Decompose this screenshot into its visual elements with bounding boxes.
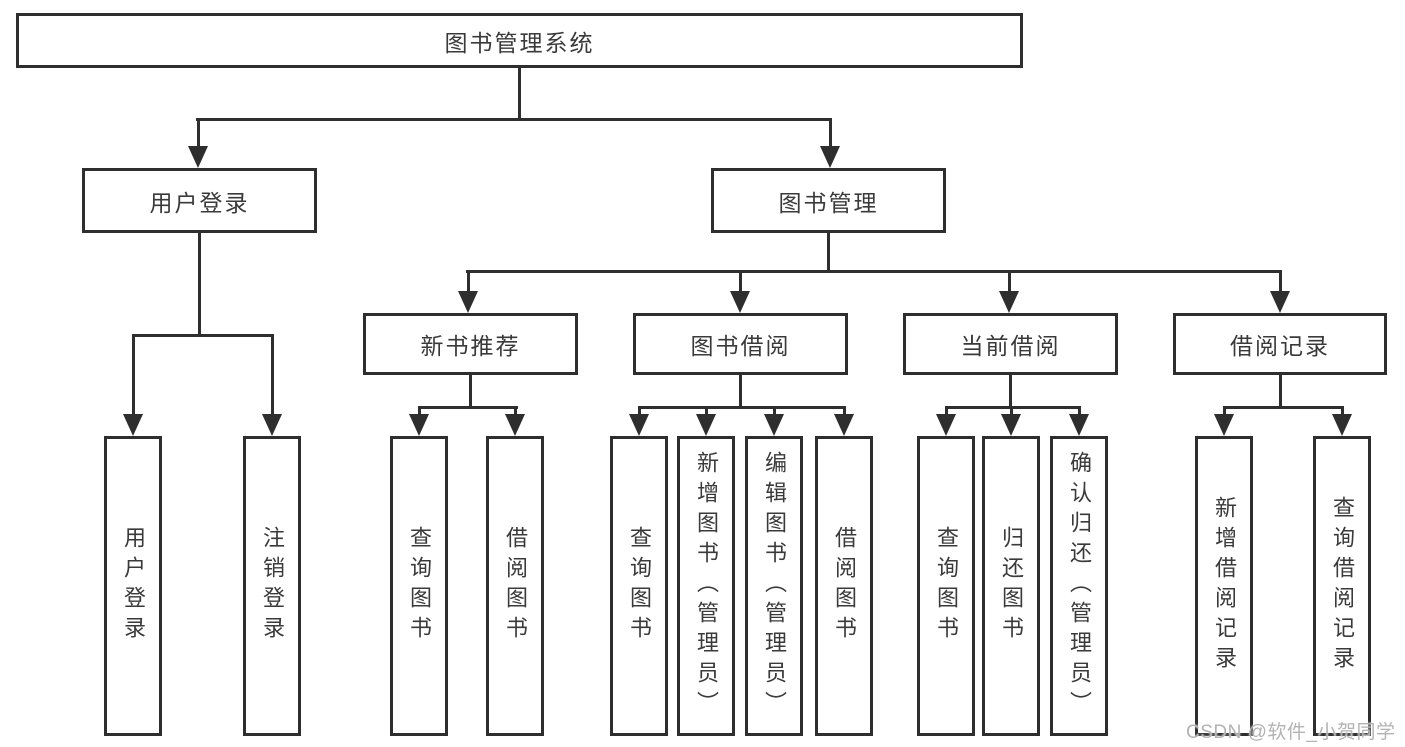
leaf-logout: 注销登录 (243, 436, 301, 736)
leaf-borrow-query-books: 查询图书 (610, 436, 668, 736)
leaf-newbook-borrow-books: 借阅图书 (486, 436, 544, 736)
connector-leaf-bb-query-stem (638, 408, 641, 416)
leaf-borrow-borrow-books: 借阅图书 (815, 436, 873, 736)
node-user-login: 用户登录 (82, 168, 317, 233)
node-current-borrow-label: 当前借阅 (960, 333, 1061, 359)
leaf-newbook-query-books: 查询图书 (390, 436, 448, 736)
connector-borrow-records-bar (1223, 406, 1344, 409)
connector-new-book-bar (418, 406, 518, 409)
leaf-newbook-borrow-books-label: 借阅图书 (503, 526, 528, 646)
arrowhead-borrow-records-icon (1270, 291, 1290, 313)
leaf-newbook-query-books-label: 查询图书 (407, 526, 432, 646)
connector-root-stem (518, 66, 521, 120)
leaf-current-return-books: 归还图书 (982, 436, 1040, 736)
leaf-user-login-label: 用户登录 (121, 526, 146, 646)
arrowhead-user-login-icon (188, 146, 208, 168)
connector-current-borrow-bar (945, 406, 1081, 409)
connector-book-management-stem (829, 120, 832, 148)
leaf-borrow-edit-books-admin-label: 编辑图书（管理员） (762, 451, 787, 721)
connector-level1-bar (196, 118, 832, 121)
node-root: 图书管理系统 (16, 13, 1023, 68)
node-new-book-recommend-label: 新书推荐 (420, 333, 521, 359)
connector-level3-bar (466, 270, 1282, 273)
connector-new-book-down (469, 373, 472, 409)
leaf-current-confirm-return-admin-label: 确认归还（管理员） (1067, 451, 1092, 721)
arrowhead-new-book-icon (458, 291, 478, 313)
node-new-book-recommend: 新书推荐 (363, 313, 578, 375)
connector-leaf-cb-query-stem (945, 408, 948, 416)
node-root-label: 图书管理系统 (444, 29, 595, 56)
arrowhead-book-borrow-icon (730, 291, 750, 313)
leaf-borrow-add-books-admin: 新增图书（管理员） (677, 436, 735, 736)
connector-leaf-nb-borrow-stem (514, 408, 517, 416)
arrowhead-leaf-logout-icon (262, 414, 282, 436)
leaf-borrow-edit-books-admin: 编辑图书（管理员） (745, 436, 803, 736)
arrowhead-book-management-icon (820, 146, 840, 168)
leaf-records-add-record-label: 新增借阅记录 (1212, 496, 1237, 676)
arrowhead-leaf-bb-add-icon (696, 414, 716, 436)
connector-leaf-cb-confirm-stem (1078, 408, 1081, 416)
csdn-watermark: CSDN @软件_小贺同学 (1186, 722, 1396, 743)
connector-leaf-bb-add-stem (705, 408, 708, 416)
node-user-login-label: 用户登录 (149, 189, 250, 216)
leaf-records-add-record: 新增借阅记录 (1195, 436, 1253, 736)
connector-current-borrow-down (1009, 373, 1012, 409)
connector-borrow-records-down (1279, 373, 1282, 409)
connector-leaf-br-add-stem (1223, 408, 1226, 416)
leaf-logout-label: 注销登录 (260, 526, 285, 646)
connector-leaf-user-login-stem (132, 336, 135, 414)
leaf-records-query-record-label: 查询借阅记录 (1330, 496, 1355, 676)
connector-new-book-stem (467, 272, 470, 292)
leaf-borrow-borrow-books-label: 借阅图书 (832, 526, 857, 646)
connector-user-login-stem (197, 120, 200, 148)
connector-leaf-br-query-stem (1341, 408, 1344, 416)
arrowhead-leaf-br-query-icon (1332, 414, 1352, 436)
connector-leaf-bb-edit-stem (773, 408, 776, 416)
connector-leaf-bb-borrow-stem (843, 408, 846, 416)
arrowhead-leaf-nb-borrow-icon (505, 414, 525, 436)
arrowhead-current-borrow-icon (999, 291, 1019, 313)
node-current-borrow: 当前借阅 (903, 313, 1118, 375)
leaf-current-return-books-label: 归还图书 (999, 526, 1024, 646)
arrowhead-leaf-bb-edit-icon (764, 414, 784, 436)
leaf-current-confirm-return-admin: 确认归还（管理员） (1050, 436, 1108, 736)
node-borrow-records: 借阅记录 (1173, 313, 1387, 375)
connector-leaf-logout-stem (271, 336, 274, 414)
connector-book-management-down (827, 231, 830, 273)
node-book-borrow-label: 图书借阅 (690, 333, 791, 359)
connector-borrow-records-stem (1279, 272, 1282, 292)
node-book-management: 图书管理 (711, 168, 946, 233)
arrowhead-leaf-br-add-icon (1214, 414, 1234, 436)
node-borrow-records-label: 借阅记录 (1230, 333, 1330, 359)
leaf-records-query-record: 查询借阅记录 (1313, 436, 1371, 736)
connector-current-borrow-stem (1008, 272, 1011, 292)
leaf-current-query-books-label: 查询图书 (934, 526, 959, 646)
arrowhead-leaf-bb-borrow-icon (834, 414, 854, 436)
connector-leaf-cb-return-stem (1010, 408, 1013, 416)
connector-leaf-nb-query-stem (418, 408, 421, 416)
connector-book-borrow-bar (638, 406, 846, 409)
arrowhead-leaf-cb-return-icon (1001, 414, 1021, 436)
leaf-borrow-add-books-admin-label: 新增图书（管理员） (694, 451, 719, 721)
connector-user-login-down (198, 231, 201, 336)
node-book-management-label: 图书管理 (778, 189, 879, 216)
leaf-current-query-books: 查询图书 (917, 436, 975, 736)
connector-book-borrow-down (739, 373, 742, 409)
arrowhead-leaf-cb-query-icon (936, 414, 956, 436)
arrowhead-leaf-nb-query-icon (409, 414, 429, 436)
arrowhead-leaf-user-login-icon (123, 414, 143, 436)
leaf-borrow-query-books-label: 查询图书 (627, 526, 652, 646)
arrowhead-leaf-cb-confirm-icon (1069, 414, 1089, 436)
node-book-borrow: 图书借阅 (633, 313, 848, 375)
connector-user-login-bar (132, 334, 274, 337)
leaf-user-login: 用户登录 (104, 436, 162, 736)
connector-book-borrow-stem (739, 272, 742, 292)
arrowhead-leaf-bb-query-icon (629, 414, 649, 436)
